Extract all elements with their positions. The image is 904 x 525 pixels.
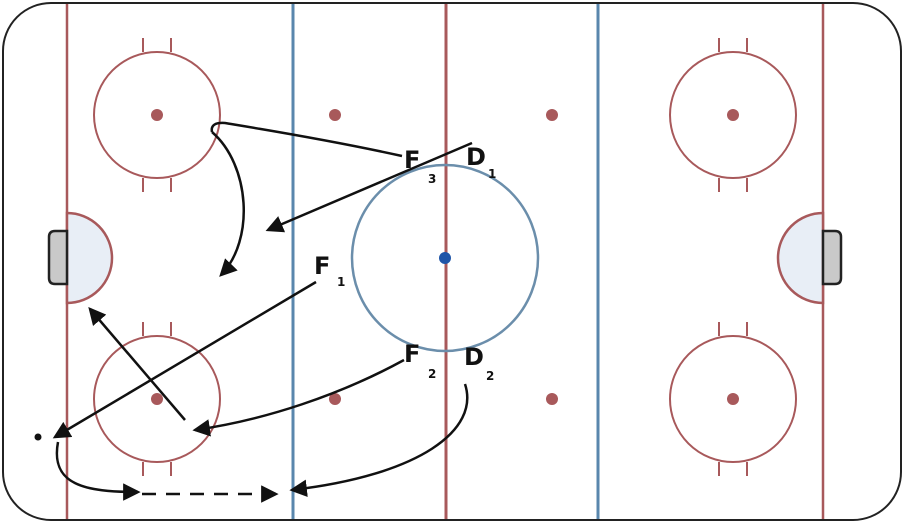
left-goal-net xyxy=(47,229,69,286)
neutral-dot-left-bottom xyxy=(329,393,341,405)
neutral-dot-right-bottom xyxy=(546,393,558,405)
faceoff-circle-right-bottom xyxy=(669,322,797,476)
corner-skate-arrow xyxy=(55,441,141,501)
player-d2: D 2 xyxy=(464,343,494,383)
d1-pass-arrow xyxy=(265,141,473,233)
right-goal-crease xyxy=(776,211,825,305)
puck xyxy=(34,433,42,441)
drill-paths xyxy=(52,121,473,503)
f3-skate-path xyxy=(210,121,403,158)
player-letter: F xyxy=(404,146,420,174)
right-goal-net xyxy=(821,229,843,286)
faceoff-circle-right-top xyxy=(669,38,797,192)
player-number: 1 xyxy=(488,167,496,181)
neutral-dot-left-top xyxy=(329,109,341,121)
faceoff-circle-left-top xyxy=(93,38,221,192)
d2-skate-arrow xyxy=(289,383,469,497)
player-letter: F xyxy=(314,252,330,280)
f2-skate-arrow xyxy=(192,358,405,437)
return-pass-arrow xyxy=(88,307,186,421)
player-number: 3 xyxy=(428,172,436,186)
faceoff-circle-left-bottom xyxy=(93,322,221,476)
player-f1: F 1 xyxy=(314,252,345,289)
player-number: 2 xyxy=(428,367,436,381)
player-number: 1 xyxy=(337,275,345,289)
player-letter: F xyxy=(404,340,420,368)
player-letter: D xyxy=(466,143,486,171)
player-f2: F 2 xyxy=(404,340,436,381)
center-faceoff-circle xyxy=(350,163,540,353)
center-faceoff-dot xyxy=(439,252,451,264)
f3-curl-arrow xyxy=(211,131,245,277)
neutral-dot-right-top xyxy=(546,109,558,121)
player-number: 2 xyxy=(486,369,494,383)
player-f3: F 3 xyxy=(404,146,436,186)
player-letter: D xyxy=(464,343,484,371)
player-d1: D 1 xyxy=(466,143,496,181)
f1-pass-arrow xyxy=(52,280,317,439)
left-goal-crease xyxy=(65,211,114,305)
